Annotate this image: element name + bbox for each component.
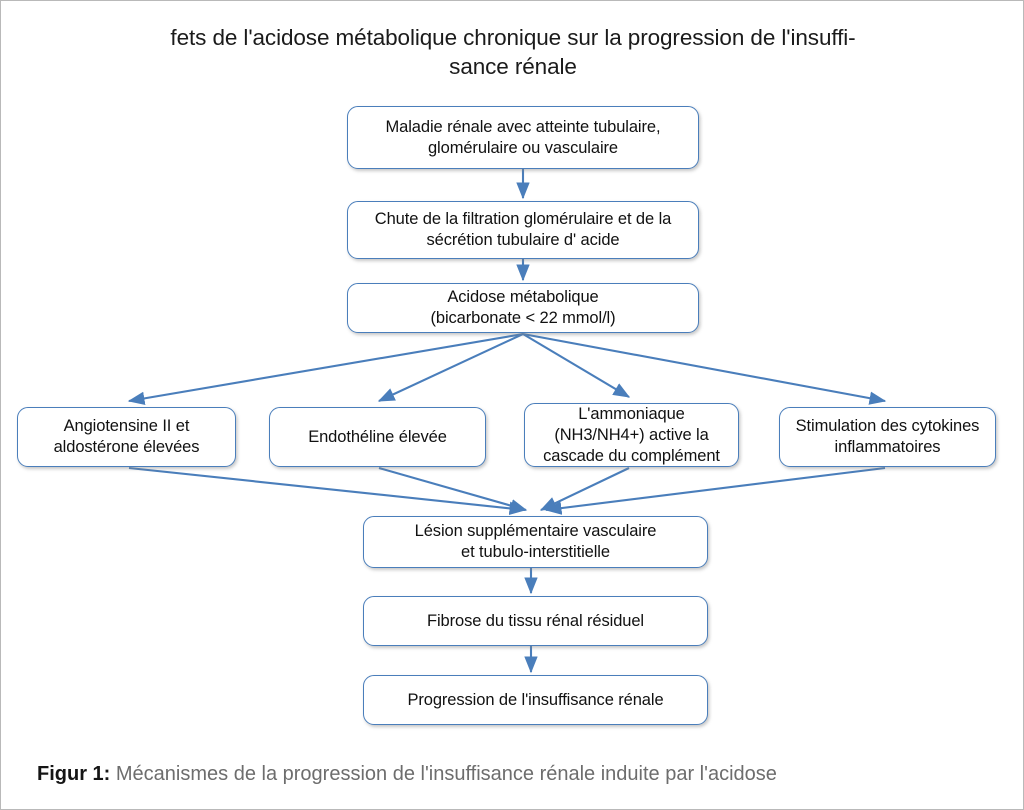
node-angiotensin-line-1: Angiotensine II et [63, 417, 190, 435]
arrow-endothelin-to-lesion [378, 466, 528, 513]
arrow-cytokines-to-lesion [544, 466, 886, 515]
node-cytokines-line-1: Stimulation des cytokines [795, 417, 980, 435]
page-title: fets de l'acidose métabolique chronique … [151, 23, 875, 81]
node-progression-line-1: Progression de l'insuffisance rénale [407, 690, 664, 709]
node-cytokines-line-2: inflammatoires [834, 438, 941, 456]
node-fibrosis-line-1: Fibrose du tissu rénal résiduel [426, 611, 644, 630]
title-line-2: sance rénale [449, 54, 577, 79]
node-acidosis-line-2: (bicarbonate < 22 mmol/l) [430, 309, 616, 327]
arrow-acidosis-to-ammonia [522, 333, 631, 398]
node-endothelin[interactable]: Endothéline élevée [269, 407, 486, 467]
node-angiotensin[interactable]: Angiotensine II et aldostérone élevées [17, 407, 236, 467]
arrow-acidosis-to-angiotensin [127, 332, 524, 406]
arrow-acidosis-to-endothelin [377, 333, 524, 402]
caption-label: Figur 1: [37, 763, 111, 785]
node-progression[interactable]: Progression de l'insuffisance rénale [363, 675, 708, 725]
figure-caption: Figur 1: Mécanismes de la progression de… [37, 761, 777, 787]
node-fibrosis[interactable]: Fibrose du tissu rénal résiduel [363, 596, 708, 646]
node-endothelin-line-1: Endothéline élevée [308, 427, 447, 446]
title-line-1: fets de l'acidose métabolique chronique … [170, 25, 856, 50]
node-cytokines[interactable]: Stimulation des cytokines inflammatoires [779, 407, 996, 467]
node-filtration-line-1: Chute de la filtration glomérulaire et d… [374, 210, 672, 228]
node-disease-line-1: Maladie rénale avec atteinte tubulaire, [385, 117, 661, 136]
node-acidosis[interactable]: Acidose métabolique (bicarbonate < 22 mm… [347, 283, 699, 333]
node-filtration-line-2: sécrétion tubulaire d' acide [426, 231, 620, 249]
arrow-acidosis-to-cytokines [522, 332, 887, 405]
arrow-angiotensin-to-lesion [128, 466, 527, 516]
node-filtration[interactable]: Chute de la filtration glomérulaire et d… [347, 201, 699, 259]
node-ammonia-line-2: (NH3/NH4+) active la [554, 425, 709, 444]
node-lesion-line-2: et tubulo-interstitielle [461, 543, 610, 561]
node-ammonia[interactable]: L'ammoniaque (NH3/NH4+) active la cascad… [524, 403, 739, 467]
caption-text: Mécanismes de la progression de l'insuff… [110, 763, 777, 785]
node-disease[interactable]: Maladie rénale avec atteinte tubulaire, … [347, 106, 699, 169]
node-disease-line-2: glomérulaire ou vasculaire [427, 138, 618, 157]
arrow-ammonia-to-lesion [539, 467, 630, 511]
node-ammonia-line-3: cascade du complément [543, 446, 720, 465]
node-lesion-line-1: Lésion supplémentaire vasculaire [414, 522, 657, 540]
node-acidosis-line-1: Acidose métabolique [447, 288, 599, 306]
node-ammonia-line-1: L'ammoniaque [578, 404, 685, 423]
node-lesion[interactable]: Lésion supplémentaire vasculaire et tubu… [363, 516, 708, 568]
node-angiotensin-line-2: aldostérone élevées [53, 438, 200, 456]
